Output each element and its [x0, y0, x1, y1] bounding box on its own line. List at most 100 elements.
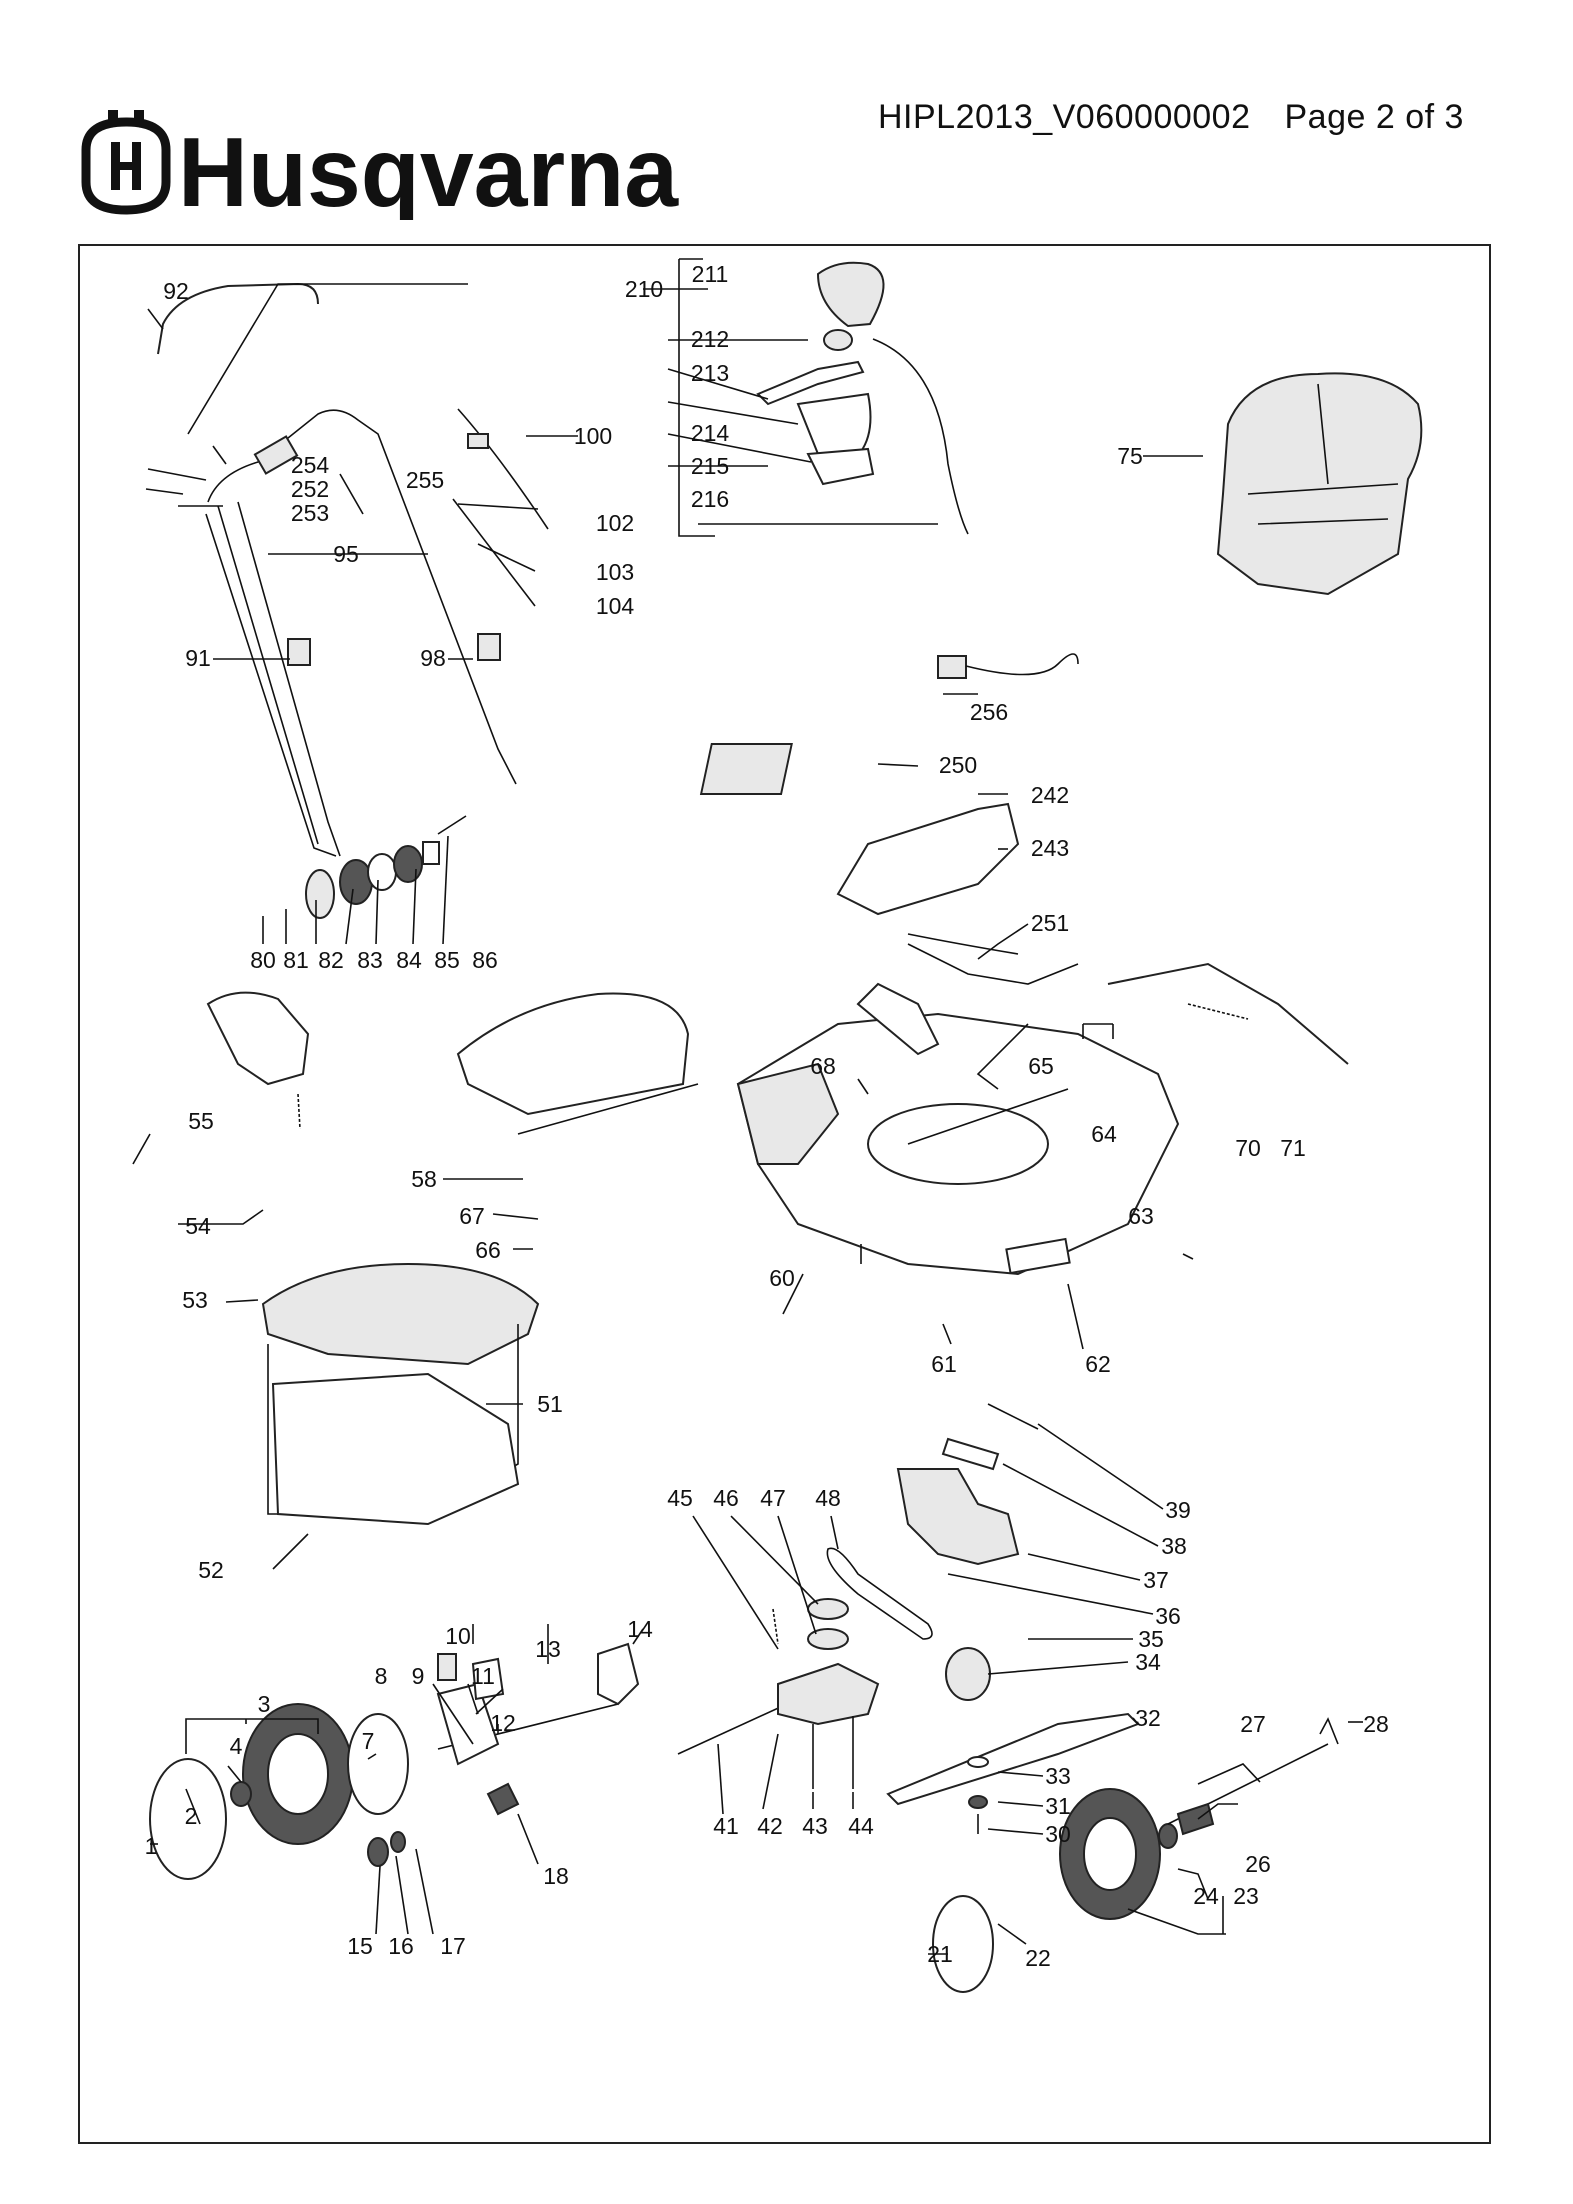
callout-85: 85: [434, 947, 460, 973]
part-battery-250: [699, 743, 793, 795]
part-rear-flap-58: [456, 992, 690, 1116]
callout-1: 1: [145, 1833, 158, 1859]
crown-emblem-icon: [81, 110, 171, 215]
callout-39: 39: [1165, 1497, 1191, 1523]
callout-253: 253: [291, 500, 329, 526]
part-bolt-86: [437, 815, 467, 835]
callout-250: 250: [939, 752, 977, 778]
callout-14: 14: [627, 1616, 653, 1642]
callout-66: 66: [475, 1237, 501, 1263]
part-label-62: [1005, 1237, 1071, 1275]
callout-53: 53: [182, 1287, 208, 1313]
callout-37: 37: [1143, 1567, 1169, 1593]
callout-30: 30: [1045, 1821, 1071, 1847]
callout-67: 67: [459, 1203, 485, 1229]
part-knob-80: [305, 869, 335, 919]
callout-3: 3: [258, 1691, 271, 1717]
callout-34: 34: [1135, 1649, 1161, 1675]
callout-70: 70: [1235, 1135, 1261, 1161]
callout-38: 38: [1161, 1533, 1187, 1559]
callout-58: 58: [411, 1166, 437, 1192]
part-clip-18: [486, 1782, 520, 1816]
callout-83: 83: [357, 947, 383, 973]
part-deck-opening: [867, 1103, 1049, 1185]
callout-31: 31: [1045, 1793, 1071, 1819]
callout-47: 47: [760, 1485, 786, 1511]
callout-12: 12: [490, 1710, 516, 1736]
part-handle-grip: [253, 435, 299, 475]
callout-18: 18: [543, 1863, 569, 1889]
part-handle-knob-98: [477, 633, 501, 661]
part-bracket-12: [436, 1682, 500, 1766]
part-wheel-23-hub: [1083, 1817, 1137, 1891]
callout-11: 11: [471, 1663, 495, 1689]
part-adapter-34: [945, 1647, 991, 1701]
callout-215: 215: [691, 453, 729, 479]
callout-13: 13: [535, 1636, 561, 1662]
part-wheel-3-hub: [267, 1733, 329, 1815]
callout-82: 82: [318, 947, 344, 973]
callout-61: 61: [931, 1351, 957, 1377]
callout-91: 91: [185, 645, 211, 671]
document-id: HIPL2013_V060000002: [878, 98, 1251, 136]
callout-104: 104: [596, 593, 635, 619]
part-connector-256: [937, 655, 967, 679]
callout-27: 27: [1240, 1711, 1266, 1737]
callout-81: 81: [283, 947, 309, 973]
callout-48: 48: [815, 1485, 841, 1511]
callout-62: 62: [1085, 1351, 1111, 1377]
exploded-parts-diagram: 1 2 3 4 7 8 9 10 11 12 13 14 15 16 17 18…: [132, 258, 1423, 1993]
callout-214: 214: [691, 420, 730, 446]
callout-84: 84: [396, 947, 422, 973]
callout-43: 43: [802, 1813, 828, 1839]
callout-63: 63: [1128, 1203, 1154, 1229]
callout-212: 212: [691, 326, 729, 352]
callout-33: 33: [1045, 1763, 1071, 1789]
husqvarna-logo: Husqvarna: [81, 110, 679, 220]
callout-54: 54: [185, 1213, 211, 1239]
callout-80: 80: [250, 947, 276, 973]
part-throttle-cable-top: [872, 338, 969, 535]
callout-100: 100: [574, 423, 612, 449]
callout-36: 36: [1155, 1603, 1181, 1629]
callout-255: 255: [406, 467, 444, 493]
part-washer-31: [968, 1795, 988, 1809]
diagram-frame: [78, 244, 1491, 2144]
callout-32: 32: [1135, 1705, 1161, 1731]
part-cable-251: [907, 933, 1079, 985]
callout-103: 103: [596, 559, 634, 585]
part-hubcap-21: [932, 1895, 994, 1993]
callout-23: 23: [1233, 1883, 1259, 1909]
part-engine-75: [1216, 372, 1423, 596]
part-spring-45: [772, 1608, 779, 1645]
leader-lines: [132, 258, 1363, 1955]
callout-7: 7: [362, 1728, 375, 1754]
part-spring-70: [1187, 1003, 1249, 1020]
part-bracket-85: [422, 841, 440, 865]
callout-254: 254: [291, 452, 330, 478]
part-bearing-4: [230, 1781, 252, 1807]
part-bag-top-53: [261, 1262, 540, 1366]
part-deck-handle-mount: [856, 982, 940, 1056]
callout-211: 211: [692, 261, 729, 287]
page-number: Page 2 of 3: [1284, 98, 1464, 136]
callout-98: 98: [420, 645, 446, 671]
callout-4: 4: [230, 1733, 243, 1759]
callout-45: 45: [667, 1485, 693, 1511]
brand-wordmark: Husqvarna: [178, 117, 679, 220]
part-cover-7: [347, 1713, 409, 1815]
part-cover-243: [836, 802, 1020, 916]
part-handle-frame: [207, 409, 517, 857]
callout-51: 51: [537, 1391, 563, 1417]
callout-10: 10: [445, 1623, 471, 1649]
part-upper-handle-bar: [157, 282, 319, 355]
part-bearing-24: [1158, 1823, 1178, 1849]
callout-42: 42: [757, 1813, 783, 1839]
part-wire-256: [965, 653, 1079, 676]
callout-242: 242: [1031, 782, 1069, 808]
part-drawings: [149, 261, 1423, 1993]
callout-24: 24: [1193, 1883, 1219, 1909]
part-handle-tube-left: [205, 513, 337, 857]
callout-252: 252: [291, 476, 329, 502]
part-throttle-cover-211: [816, 261, 885, 328]
